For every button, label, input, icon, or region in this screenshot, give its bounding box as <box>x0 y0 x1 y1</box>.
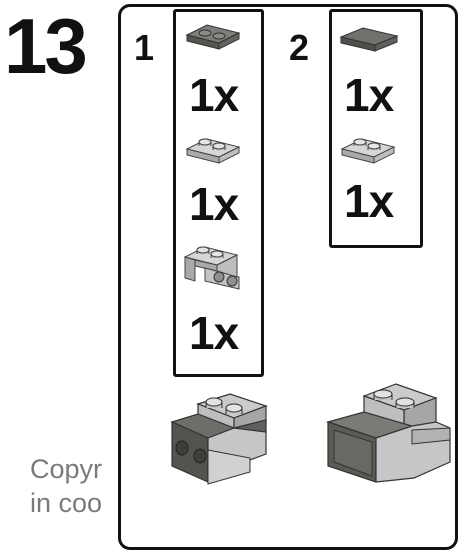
substep-1-part-1-quantity: 1x <box>189 69 239 121</box>
copyright-watermark-line-2: in coo <box>30 488 103 518</box>
light-gray-plate-1x2-icon <box>185 138 241 164</box>
substep-1-part-3-quantity: 1x <box>189 307 239 359</box>
substep-2-part-1-quantity: 1x <box>344 69 394 121</box>
light-gray-bracket-1x2-icon <box>183 246 240 290</box>
dark-gray-tile-1x2-icon <box>339 27 399 52</box>
dark-gray-plate-1x2-icon <box>185 24 241 50</box>
light-gray-plate-1x2-icon <box>340 138 396 164</box>
assembly-substep-2-icon <box>325 383 451 483</box>
copyright-watermark-line-1: Copyr <box>30 454 103 484</box>
assembly-substep-1-icon <box>170 393 268 485</box>
substep-2-part-2-quantity: 1x <box>344 175 394 227</box>
substep-1-part-2-quantity: 1x <box>189 178 239 230</box>
step-number: 13 <box>4 2 88 90</box>
substep-1-label: 1 <box>134 27 155 68</box>
substep-1-parts-box <box>173 9 264 377</box>
substep-2-label: 2 <box>289 27 310 68</box>
